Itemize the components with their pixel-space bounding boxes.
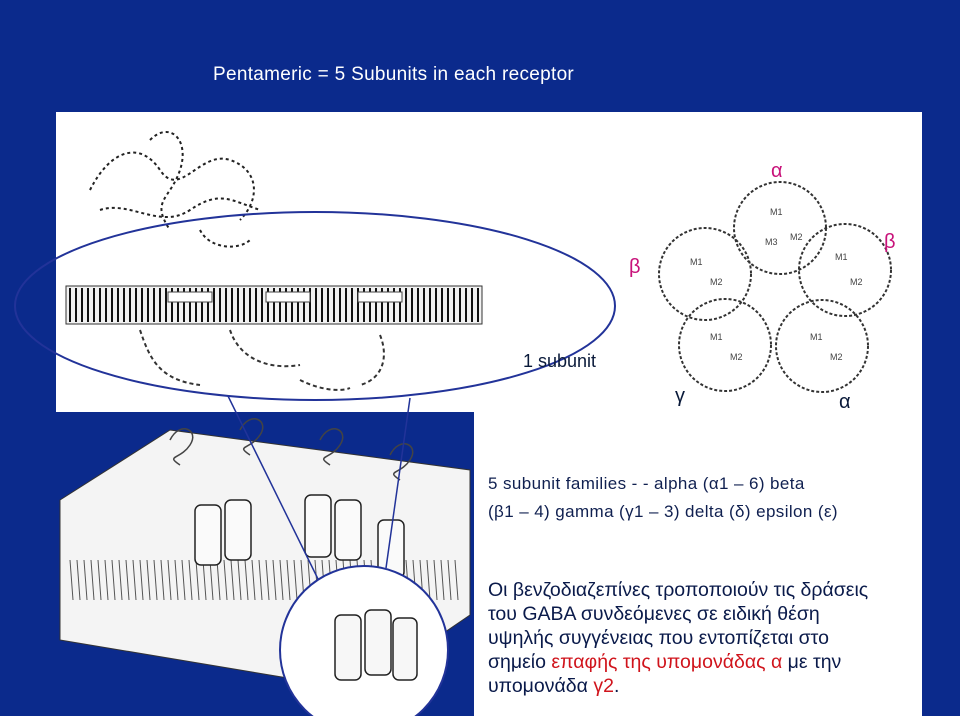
connector-lines — [227, 395, 411, 580]
label-alpha-bottom: α — [839, 391, 851, 413]
lipid-tail — [132, 559, 137, 601]
svg-text:M2: M2 — [850, 277, 863, 287]
lipid-tail — [167, 559, 172, 601]
label-alpha-top: α — [771, 160, 783, 182]
greek-line-4b: με την — [782, 651, 842, 673]
label-one-subunit: 1 subunit — [523, 351, 597, 371]
lipid-tail — [209, 559, 214, 601]
svg-text:M1: M1 — [770, 207, 783, 217]
lipid-tail — [90, 559, 95, 601]
lipid-tail — [230, 559, 235, 601]
greek-line-5a: υπομονάδα — [488, 675, 594, 697]
subunit-highlight-ellipse — [14, 211, 616, 401]
svg-text:M2: M2 — [790, 232, 803, 242]
lipid-tail — [181, 559, 186, 601]
greek-line-4-highlight: επαφής της υπομονάδας α — [551, 651, 783, 673]
membrane-bilayer — [65, 285, 483, 391]
lipid-tail — [293, 559, 298, 601]
lipid-tail — [244, 559, 249, 601]
lipid-tail — [195, 559, 200, 601]
svg-text:M1: M1 — [835, 252, 848, 262]
figure-panel-top — [56, 112, 922, 414]
lipid-tail — [216, 559, 221, 601]
label-gamma: γ — [675, 385, 685, 407]
svg-text:M1: M1 — [810, 332, 823, 342]
protein-chain-sketch — [89, 130, 261, 248]
svg-text:M2: M2 — [830, 352, 843, 362]
lipid-tail — [160, 559, 165, 601]
greek-line-4a: σημείο — [488, 651, 552, 673]
greek-line-5-highlight: γ2 — [593, 675, 614, 697]
text-box — [474, 412, 922, 716]
subunit-families-text: 5 subunit families - - alpha (α1 – 6) be… — [488, 470, 918, 526]
greek-line-5b: . — [613, 675, 620, 697]
lipid-tail — [258, 559, 263, 601]
label-beta-left: β — [629, 256, 641, 278]
svg-text:M3: M3 — [765, 237, 778, 247]
lipid-tail — [188, 559, 193, 601]
magnified-receptor-circle — [279, 565, 449, 716]
label-beta-right: β — [884, 231, 896, 253]
lipid-tail — [279, 559, 284, 601]
lipid-tail — [153, 559, 158, 601]
lipid-tail — [104, 559, 109, 601]
svg-text:M2: M2 — [710, 277, 723, 287]
lipid-tail — [272, 559, 277, 601]
lipid-tail — [118, 559, 123, 601]
svg-text:M2: M2 — [730, 352, 743, 362]
slide-title: Pentameric = 5 Subunits in each receptor — [213, 64, 575, 85]
families-line-1: 5 subunit families - - alpha (α1 – 6) be… — [488, 474, 805, 493]
lipid-tail — [286, 559, 291, 601]
greek-line-3: υψηλής συγγένειας που εντοπίζεται στο — [488, 627, 829, 649]
lipid-tail — [76, 559, 81, 601]
families-line-2: (β1 – 4) gamma (γ1 – 3) delta (δ) epsilo… — [488, 502, 838, 521]
lipid-tail — [433, 559, 438, 601]
svg-text:M1: M1 — [690, 257, 703, 267]
lipid-tail — [111, 559, 116, 601]
lipid-tail — [83, 559, 88, 601]
pentamer-top-view — [658, 181, 892, 393]
greek-line-2: του GABA συνδεόμενες σε ειδική θέση — [488, 603, 820, 625]
lipid-tail — [97, 559, 102, 601]
lipid-tail — [447, 559, 452, 601]
lipid-tail — [139, 559, 144, 601]
greek-line-1: Οι βενζοδιαζεπίνες τροποποιούν τις δράσε… — [488, 579, 869, 601]
lipid-tail — [454, 559, 459, 601]
lipid-tail — [426, 559, 431, 601]
benzodiazepine-text: Οι βενζοδιαζεπίνες τροποποιούν τις δράσε… — [488, 578, 918, 698]
lipid-tail — [223, 559, 228, 601]
lipid-tail — [69, 559, 74, 601]
lipid-tail — [125, 559, 130, 601]
lipid-tail — [265, 559, 270, 601]
lipid-tail — [146, 559, 151, 601]
lipid-tail — [440, 559, 445, 601]
lipid-tail — [174, 559, 179, 601]
lipid-tail — [202, 559, 207, 601]
lipid-tail — [237, 559, 242, 601]
lipid-tail — [251, 559, 256, 601]
svg-text:M1: M1 — [710, 332, 723, 342]
